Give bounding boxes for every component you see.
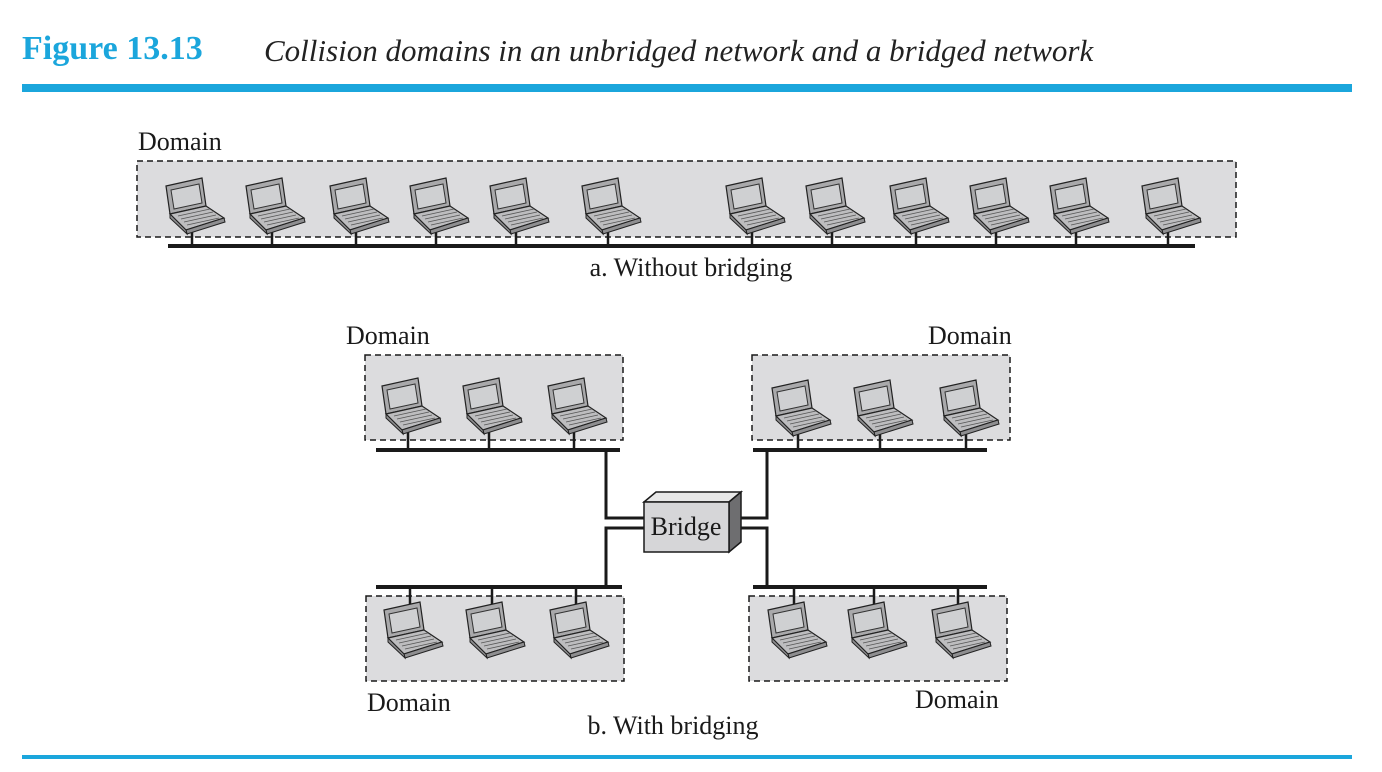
laptop-a-2: [245, 177, 306, 246]
laptop-a-7: [725, 177, 786, 246]
caption-a: a. Without bridging: [590, 253, 793, 282]
laptop-tl-2: [462, 377, 523, 450]
laptop-group-a: [165, 177, 1202, 246]
bottom-rule: [22, 755, 1352, 759]
laptop-a-3: [329, 177, 390, 246]
domain-label-a: Domain: [138, 127, 222, 156]
laptop-bl-1: [383, 587, 444, 659]
top-rule: [22, 84, 1352, 92]
domain-label-br: Domain: [915, 685, 999, 714]
domain-label-tr: Domain: [928, 321, 1012, 350]
caption-b: b. With bridging: [587, 711, 758, 740]
laptop-bl-2: [465, 587, 526, 659]
figure-number: Figure 13.13: [22, 30, 203, 67]
laptop-br-3: [931, 587, 992, 659]
laptop-tr-3: [939, 379, 1000, 450]
laptop-tr-1: [771, 379, 832, 450]
wire-bl: [604, 526, 644, 587]
laptop-a-4: [409, 177, 470, 246]
bridge-device: Bridge: [641, 490, 744, 554]
figure-title: Collision domains in an unbridged networ…: [264, 33, 1094, 68]
laptop-br-1: [767, 587, 828, 659]
laptop-tl-1: [381, 377, 442, 450]
laptop-a-6: [581, 177, 642, 246]
domain-label-tl: Domain: [346, 321, 430, 350]
laptop-group-b: [381, 377, 1000, 659]
laptop-a-11: [1049, 177, 1110, 246]
laptop-bl-3: [549, 587, 610, 659]
laptop-a-5: [489, 177, 550, 246]
laptop-tr-2: [853, 379, 914, 450]
laptop-a-12: [1141, 177, 1202, 246]
laptop-br-2: [847, 587, 908, 659]
laptop-a-1: [165, 177, 226, 246]
laptop-tl-3: [547, 377, 608, 450]
laptop-a-10: [969, 177, 1030, 246]
domain-label-bl: Domain: [367, 688, 451, 717]
laptop-a-8: [805, 177, 866, 246]
wire-tl: [604, 450, 644, 520]
bridge-label: Bridge: [651, 512, 722, 541]
laptop-a-9: [889, 177, 950, 246]
